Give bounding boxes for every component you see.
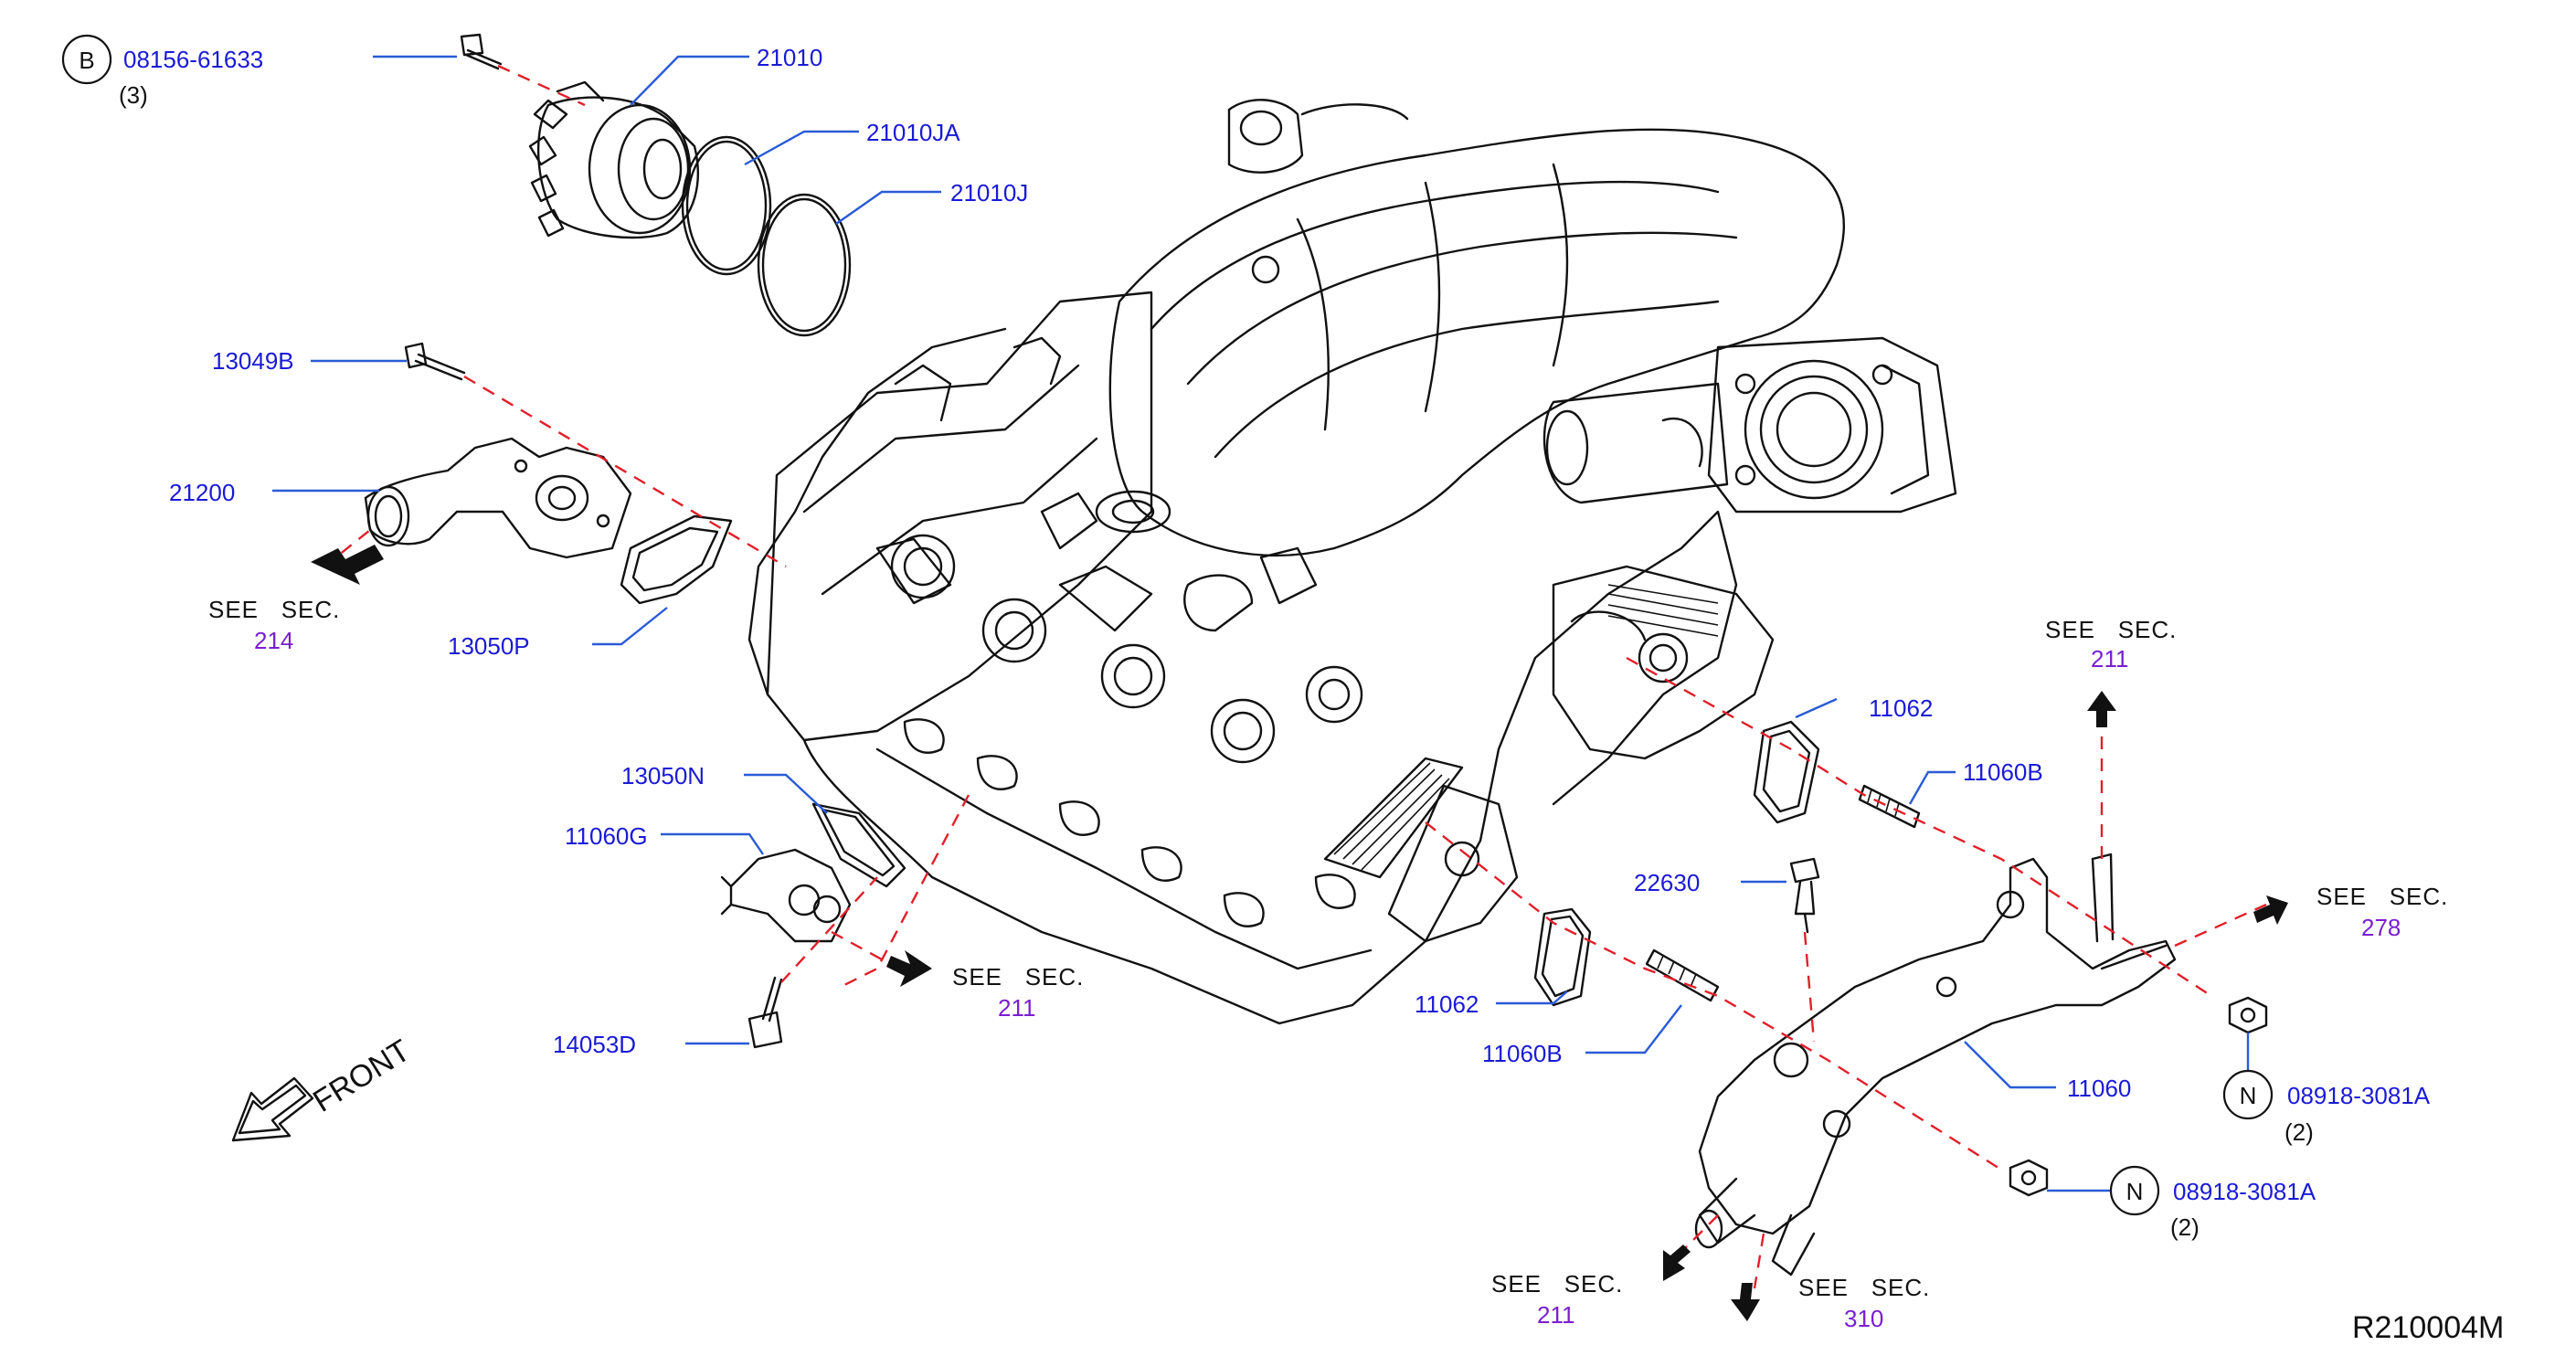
stud-11060b-lower — [1645, 948, 1720, 1002]
part-label-11060[interactable]: 11060 — [2067, 1075, 2131, 1102]
arrow-sec-310 — [1731, 1283, 1760, 1321]
arrow-sec-211-mid — [886, 950, 932, 987]
part-label-08918-3081a-lower[interactable]: 08918-3081A — [2173, 1178, 2316, 1205]
symbol-n-lower-letter: N — [2126, 1178, 2144, 1205]
exhaust-ports — [903, 718, 1356, 927]
part-labels: 08156-61633 21010 21010JA 21010J 13049B … — [123, 44, 2431, 1205]
water-pipe-11060 — [1694, 853, 2177, 1277]
front-label: FRONT — [307, 1033, 416, 1119]
thermostat-housing — [364, 437, 632, 559]
bolt-14053d — [747, 976, 783, 1049]
part-label-21010ja[interactable]: 21010JA — [866, 119, 960, 146]
throttle-body — [1707, 336, 1957, 514]
part-label-21010[interactable]: 21010 — [757, 44, 822, 71]
alignment-lines — [323, 64, 2267, 1289]
see-sec-label: SEE SEC. — [952, 963, 1084, 991]
part-label-13050p[interactable]: 13050P — [448, 632, 530, 660]
arrow-sec-278 — [2253, 895, 2288, 925]
nut-08918-3081a-lower — [2009, 1159, 2049, 1197]
sec-number[interactable]: 211 — [998, 994, 1035, 1022]
sec-number[interactable]: 214 — [254, 627, 293, 654]
sec-number[interactable]: 211 — [1537, 1301, 1574, 1329]
part-label-22630[interactable]: 22630 — [1634, 869, 1700, 896]
arrow-sec-214 — [311, 545, 384, 585]
gasket-11062-upper — [1753, 720, 1820, 824]
part-label-11062-lower[interactable]: 11062 — [1415, 991, 1479, 1018]
symbol-b-letter: B — [79, 47, 94, 74]
gasket-11062-lower — [1533, 907, 1592, 1007]
see-sec-label: SEE SEC. — [2316, 883, 2448, 910]
part-label-21200[interactable]: 21200 — [169, 479, 235, 506]
stud-11060b-upper — [1858, 784, 1921, 829]
see-sec-label: SEE SEC. — [1491, 1270, 1623, 1298]
qty-nut-right: (2) — [2284, 1118, 2314, 1146]
part-label-08918-3081a-right[interactable]: 08918-3081A — [2287, 1082, 2431, 1109]
gasket-21010j — [757, 193, 852, 337]
sec-number[interactable]: 310 — [1844, 1305, 1883, 1332]
see-sec-278[interactable]: SEE SEC. 278 — [2316, 883, 2448, 941]
part-label-13050n[interactable]: 13050N — [621, 762, 705, 789]
qty-nut-lower: (2) — [2170, 1213, 2200, 1241]
see-sec-211-bottom[interactable]: SEE SEC. 211 — [1491, 1270, 1623, 1329]
part-label-14053d[interactable]: 14053D — [553, 1031, 636, 1058]
bolt-08156-61633 — [460, 33, 503, 70]
qty-bolt: (3) — [119, 81, 148, 109]
sec-number[interactable]: 278 — [2361, 914, 2401, 941]
front-arrow-icon — [231, 1076, 314, 1142]
part-label-08156-61633[interactable]: 08156-61633 — [123, 46, 263, 73]
see-sec-214[interactable]: SEE SEC. 214 — [208, 596, 340, 654]
part-label-11060b-upper[interactable]: 11060B — [1963, 758, 2043, 786]
sensor-22630 — [1789, 857, 1820, 934]
leader-lines — [272, 55, 2250, 1192]
arrow-sec-211-top — [2087, 691, 2116, 727]
arrow-sec-211-bottom — [1663, 1245, 1691, 1281]
reference-code: R210004M — [2352, 1310, 2504, 1345]
section-arrows — [311, 545, 2288, 1321]
symbol-n-lower: N — [2109, 1165, 2160, 1216]
see-sec-310[interactable]: SEE SEC. 310 — [1798, 1274, 1930, 1332]
sec-number[interactable]: 211 — [2091, 645, 2128, 673]
engine-illustration — [747, 99, 1957, 1025]
part-label-21010j[interactable]: 21010J — [950, 179, 1028, 207]
see-sec-label: SEE SEC. — [2045, 616, 2177, 643]
bolt-13049b — [404, 342, 466, 381]
symbol-b: B — [61, 34, 112, 85]
water-outlet-11060g — [720, 848, 852, 943]
part-label-11060g[interactable]: 11060G — [565, 822, 648, 850]
gasket-21010ja — [681, 135, 772, 276]
see-sec-211-top[interactable]: SEE SEC. 211 — [2045, 616, 2177, 673]
symbol-n-right-letter: N — [2240, 1082, 2257, 1109]
gasket-13050n — [811, 802, 906, 888]
part-label-13049b[interactable]: 13049B — [212, 347, 294, 375]
part-label-11060b-lower[interactable]: 11060B — [1482, 1040, 1563, 1067]
see-sec-label: SEE SEC. — [1798, 1274, 1930, 1301]
nut-08918-3081a-right — [2228, 996, 2268, 1034]
quantity-labels: (3) (2) (2) — [119, 81, 2314, 1241]
see-sec-211-mid[interactable]: SEE SEC. 211 — [952, 963, 1084, 1022]
symbol-n-right: N — [2222, 1069, 2274, 1120]
water-pump — [528, 80, 699, 239]
part-label-11062-upper[interactable]: 11062 — [1869, 694, 1933, 722]
see-sec-label: SEE SEC. — [208, 596, 340, 623]
